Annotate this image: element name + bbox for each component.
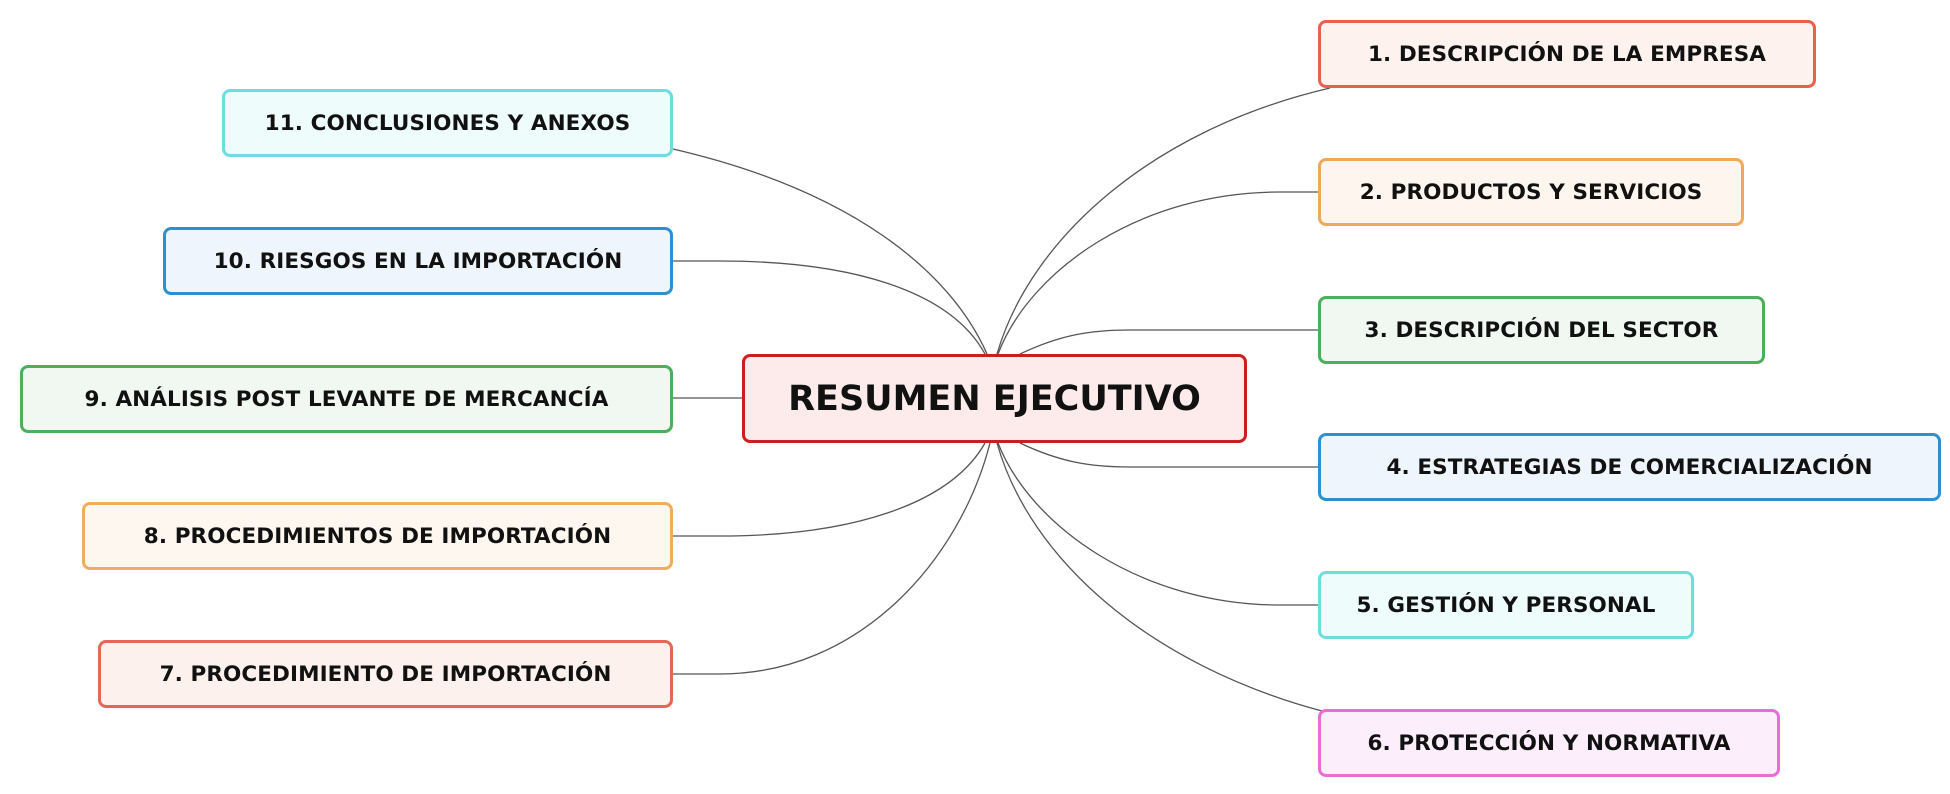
- topic-node-5[interactable]: 5. GESTIÓN Y PERSONAL: [1318, 571, 1694, 639]
- topic-label: 11. CONCLUSIONES Y ANEXOS: [264, 110, 631, 136]
- central-topic-label: RESUMEN EJECUTIVO: [788, 378, 1201, 419]
- topic-node-4[interactable]: 4. ESTRATEGIAS DE COMERCIALIZACIÓN: [1318, 433, 1941, 501]
- connector-3: [1019, 329, 1318, 355]
- topic-label: 2. PRODUCTOS Y SERVICIOS: [1359, 179, 1703, 205]
- connector-2: [997, 191, 1318, 355]
- topic-label: 8. PROCEDIMIENTOS DE IMPORTACIÓN: [143, 523, 612, 549]
- topic-node-2[interactable]: 2. PRODUCTOS Y SERVICIOS: [1318, 158, 1744, 226]
- topic-label: 3. DESCRIPCIÓN DEL SECTOR: [1364, 317, 1719, 343]
- topic-node-1[interactable]: 1. DESCRIPCIÓN DE LA EMPRESA: [1318, 20, 1816, 88]
- topic-node-3[interactable]: 3. DESCRIPCIÓN DEL SECTOR: [1318, 296, 1765, 364]
- connector-10: [673, 260, 986, 355]
- topic-node-10[interactable]: 10. RIESGOS EN LA IMPORTACIÓN: [163, 227, 673, 295]
- connector-4: [1019, 442, 1318, 468]
- connector-11: [672, 148, 988, 355]
- connector-5: [997, 442, 1318, 606]
- topic-label: 6. PROTECCIÓN Y NORMATIVA: [1367, 730, 1731, 756]
- topic-node-9[interactable]: 9. ANÁLISIS POST LEVANTE DE MERCANCÍA: [20, 365, 673, 433]
- connector-6: [996, 442, 1323, 712]
- central-topic[interactable]: RESUMEN EJECUTIVO: [742, 354, 1247, 443]
- topic-node-8[interactable]: 8. PROCEDIMIENTOS DE IMPORTACIÓN: [82, 502, 673, 570]
- topic-label: 9. ANÁLISIS POST LEVANTE DE MERCANCÍA: [84, 386, 609, 412]
- topic-label: 5. GESTIÓN Y PERSONAL: [1356, 592, 1656, 618]
- topic-node-11[interactable]: 11. CONCLUSIONES Y ANEXOS: [222, 89, 673, 157]
- connector-1: [996, 87, 1331, 355]
- topic-label: 10. RIESGOS EN LA IMPORTACIÓN: [213, 248, 623, 274]
- topic-node-7[interactable]: 7. PROCEDIMIENTO DE IMPORTACIÓN: [98, 640, 673, 708]
- topic-label: 7. PROCEDIMIENTO DE IMPORTACIÓN: [159, 661, 612, 687]
- topic-label: 1. DESCRIPCIÓN DE LA EMPRESA: [1367, 41, 1767, 67]
- connector-7: [673, 442, 991, 675]
- connector-8: [673, 442, 986, 537]
- topic-node-6[interactable]: 6. PROTECCIÓN Y NORMATIVA: [1318, 709, 1780, 777]
- topic-label: 4. ESTRATEGIAS DE COMERCIALIZACIÓN: [1386, 454, 1873, 480]
